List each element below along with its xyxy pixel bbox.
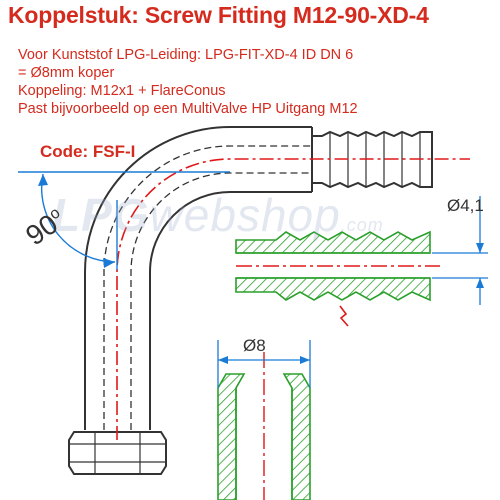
elbow-bore-outer (103, 145, 312, 430)
barb-section-view (235, 230, 440, 327)
watermark-part-c: .com (340, 215, 384, 235)
barb-section-upper-hatch (235, 230, 431, 254)
elbow-centerline (116, 158, 470, 440)
flare-section-right-hatch (282, 373, 311, 500)
watermark-part-a: LPG (52, 189, 150, 241)
description-block: Voor Kunststof LPG-Leiding: LPG-FIT-XD-4… (18, 46, 358, 118)
angle-dimension-arc (40, 173, 116, 263)
barb-section-lower-hatch (235, 277, 431, 302)
elbow-outer-contour (84, 126, 312, 430)
flare-nut (68, 431, 167, 475)
outer-diameter-label: Ø8 (243, 336, 266, 355)
watermark: LPGwebshop.com (52, 188, 384, 242)
angle-arrow-bottom (103, 258, 115, 268)
code-label: Code: FSF-I (40, 142, 136, 161)
inner-diameter-label: Ø4,1 (447, 196, 484, 215)
elbow-inner-contour (149, 191, 312, 430)
description-line-1: Voor Kunststof LPG-Leiding: LPG-FIT-XD-4… (18, 47, 354, 63)
angle-arrow-top (38, 174, 48, 186)
description-line-2: = Ø8mm koper (18, 65, 115, 81)
flare-section-view (217, 352, 311, 500)
flare-section-left-hatch (217, 373, 246, 500)
page-title: Koppelstuk: Screw Fitting M12-90-XD-4 (8, 2, 429, 28)
outer-diameter-dimension (217, 340, 311, 388)
elbow-bore-inner (130, 172, 312, 430)
watermark-part-b: webshop (149, 189, 341, 241)
description-line-3: Koppeling: M12x1 + FlareConus (18, 83, 226, 99)
inner-diameter-dimension (432, 196, 488, 305)
section-break-mark (339, 305, 349, 327)
elbow-fitting (68, 126, 433, 475)
description-line-4: Past bijvoorbeeld op een MultiValve HP U… (18, 101, 358, 117)
